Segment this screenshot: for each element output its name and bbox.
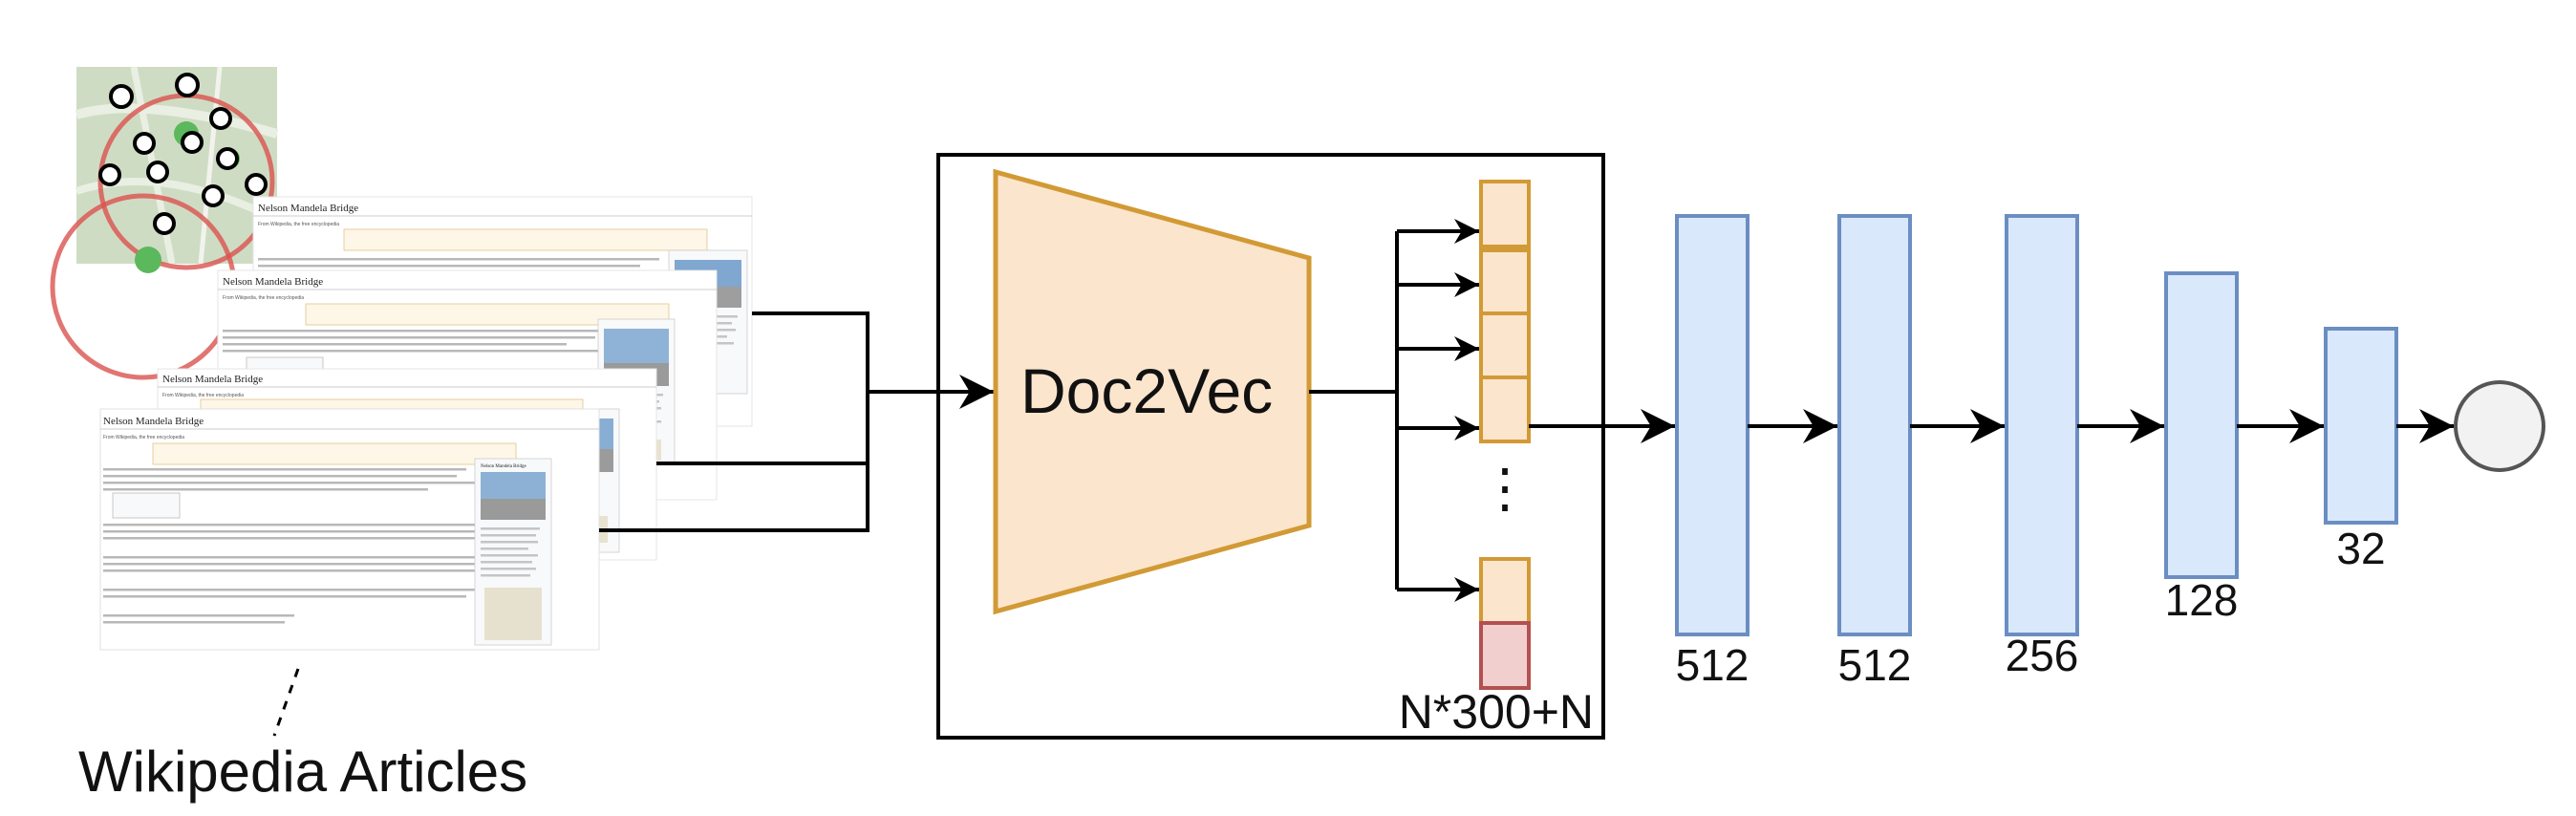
article-title: Nelson Mandela Bridge [258,203,358,214]
vector-cell [1479,557,1531,625]
dense-layer-4 [2164,271,2239,579]
dense-layer-5 [2324,327,2398,525]
layer-5-units: 32 [2336,524,2385,573]
doc2vec-label: Doc2Vec [1020,355,1273,426]
article-subtitle: From Wikipedia, the free encyclopedia [162,393,244,398]
output-node [2454,380,2545,472]
article-subtitle: From Wikipedia, the free encyclopedia [258,222,339,227]
embedding-vector [1479,180,1531,690]
vector-ellipsis: ⋮ [1478,458,1532,518]
layer-3-units: 256 [2006,631,2079,680]
embedding-size-label: N*300+N [1399,685,1594,739]
infobox-title: Nelson Mandela Bridge [481,464,527,469]
article-title: Nelson Mandela Bridge [103,416,204,427]
vector-cell [1479,376,1531,443]
articles-label: Wikipedia Articles [78,740,527,804]
articles-pointer [272,668,300,737]
dense-layer-3 [2005,214,2079,636]
vector-cell [1479,180,1531,248]
vector-cell [1479,248,1531,315]
layer-1-units: 512 [1676,640,1750,690]
article-subtitle: From Wikipedia, the free encyclopedia [103,435,184,440]
encoder-fanout [1309,219,1479,602]
dense-layer-2 [1837,214,1912,636]
article-subtitle: From Wikipedia, the free encyclopedia [223,295,304,301]
article-title: Nelson Mandela Bridge [162,374,263,385]
article-stack: Nelson Mandela Bridge From Wikipedia, th… [99,196,753,651]
article-connectors [599,311,994,532]
article-page: Nelson Mandela Bridge From Wikipedia, th… [99,408,600,651]
map-thumbnail [50,66,279,380]
layer-2-units: 512 [1838,640,1912,690]
dense-layer-1 [1675,214,1750,636]
article-title: Nelson Mandela Bridge [223,276,323,288]
extra-feature-cell [1479,621,1531,690]
embedding-block [936,153,1605,740]
doc2vec-encoder [993,168,1312,615]
layer-4-units: 128 [2165,575,2239,625]
vector-cell [1479,311,1531,379]
